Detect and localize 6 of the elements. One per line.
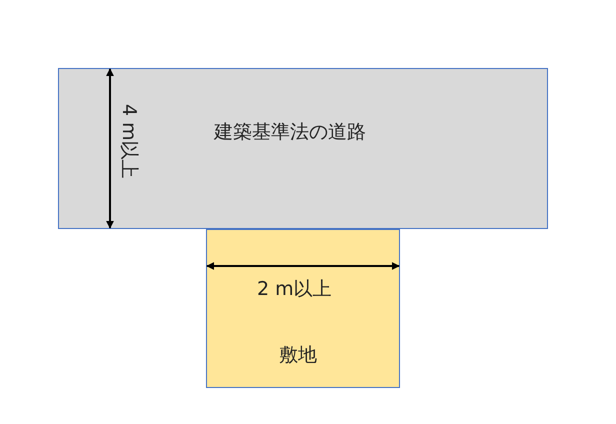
site-box xyxy=(206,229,400,388)
box-label: 敷地 xyxy=(279,343,317,368)
road-box xyxy=(58,68,548,229)
dimension-label: 4 m以上 xyxy=(117,104,141,179)
dimension-label: 2 m以上 xyxy=(257,277,332,302)
box-label: 建築基準法の道路 xyxy=(214,120,366,145)
